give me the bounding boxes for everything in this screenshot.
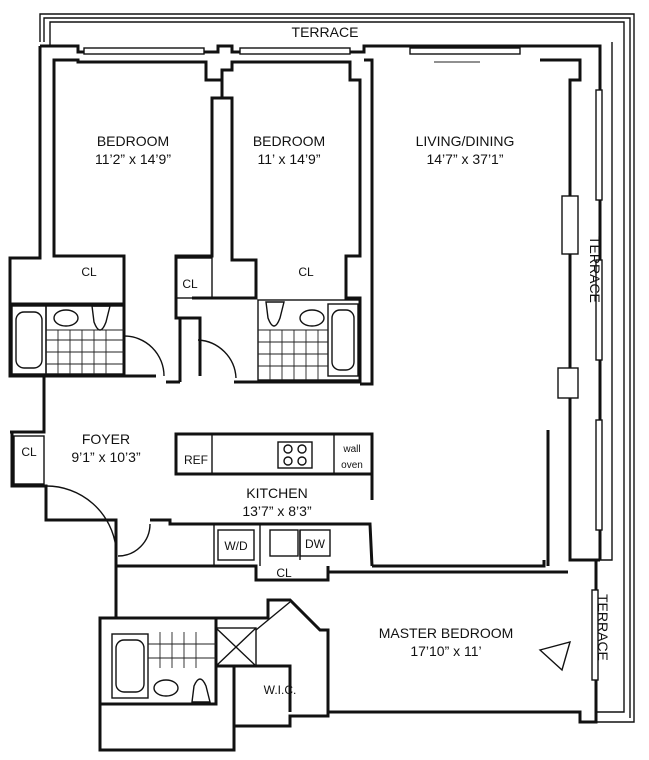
bedroom2-dim: 11’ x 14’9” <box>257 151 320 167</box>
windows-right <box>591 89 603 681</box>
kitchen-name: KITCHEN <box>246 485 307 501</box>
foyer-dim: 9’1” x 10’3” <box>71 449 141 465</box>
terrace-boundary <box>39 13 635 723</box>
wd-label: W/D <box>224 539 248 553</box>
doors <box>45 485 151 557</box>
exterior-walls <box>8 44 602 752</box>
closet-foyer: CL <box>21 445 37 459</box>
wall-oven-label-1: wall <box>342 444 360 455</box>
wall-oven-label-2: oven <box>341 460 363 471</box>
closet-bedroom1: CL <box>81 265 97 279</box>
ref-label: REF <box>184 453 208 467</box>
kitchen-appliances <box>217 441 331 561</box>
bedroom2-name: BEDROOM <box>253 133 325 149</box>
wic-label: W.I.C. <box>264 683 297 697</box>
labels: TERRACE TERRACE TERRACE BEDROOM 11’2” x … <box>21 24 611 697</box>
terrace-top-label: TERRACE <box>292 24 359 40</box>
terrace-right-lower-label: TERRACE <box>595 594 611 661</box>
bath-right <box>197 299 361 381</box>
master-bedroom-name: MASTER BEDROOM <box>379 625 514 641</box>
closet-bedroom2: CL <box>298 265 314 279</box>
terrace-right-upper-label: TERRACE <box>587 236 603 303</box>
bath-left <box>11 305 165 377</box>
kitchen-dim: 13’7” x 8’3” <box>242 503 312 519</box>
closet-hall: CL <box>276 566 292 580</box>
bath-master <box>111 601 572 703</box>
windows-top <box>83 47 521 63</box>
living-name: LIVING/DINING <box>416 133 515 149</box>
dw-label: DW <box>305 537 326 551</box>
master-bedroom-dim: 17’10” x 11’ <box>410 643 481 659</box>
closets <box>13 257 213 485</box>
bedroom1-name: BEDROOM <box>97 133 169 149</box>
bedroom1-dim: 11’2” x 14’9” <box>95 151 171 167</box>
living-dim: 14’7” x 37’1” <box>426 151 503 167</box>
foyer-name: FOYER <box>82 431 130 447</box>
closet-bedroom2-side: CL <box>182 277 198 291</box>
